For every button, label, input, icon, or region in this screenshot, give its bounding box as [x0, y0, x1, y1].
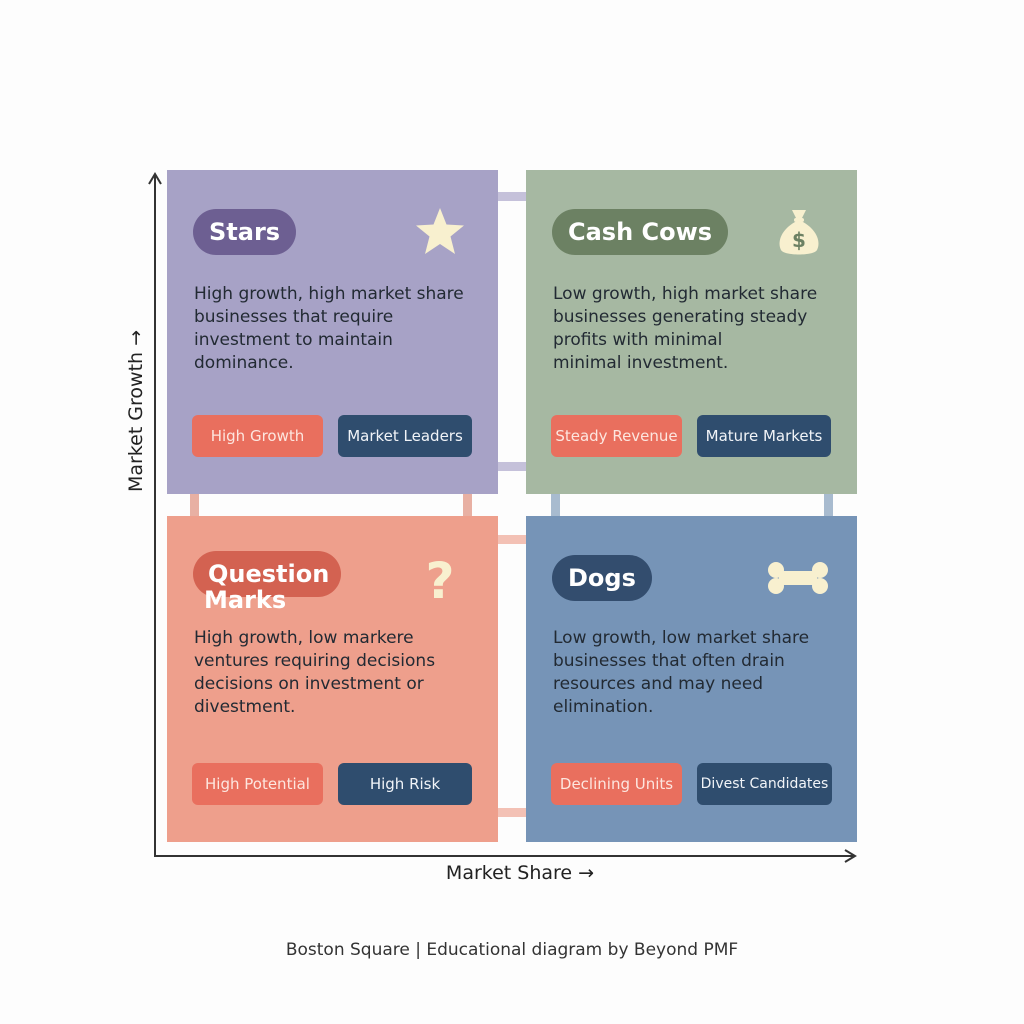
tag-high-risk: High Risk: [338, 763, 472, 805]
quadrant-description: High growth, high market share businesse…: [194, 284, 464, 373]
tag-high-potential: High Potential: [192, 763, 323, 805]
quadrant-title-line1: Question: [208, 560, 330, 588]
tag-steady-revenue: Steady Revenue: [551, 415, 682, 457]
tag-divest-candidates: Divest Candidates: [697, 763, 832, 805]
quadrant-title: Dogs: [552, 555, 652, 601]
svg-text:$: $: [792, 228, 806, 252]
connector: [463, 494, 472, 516]
money-bag-icon: $: [771, 204, 827, 260]
quadrant-title-line2: Marks: [204, 586, 287, 614]
tag-declining-units: Declining Units: [551, 763, 682, 805]
quadrant-dogs: Dogs Low growth, low market share busine…: [526, 516, 857, 842]
quadrant-cash-cows: Cash Cows $ Low growth, high market shar…: [526, 170, 857, 494]
connector: [498, 535, 526, 544]
bone-icon: [765, 550, 831, 606]
quadrant-title: Question Marks: [193, 551, 341, 614]
tag-high-growth: High Growth: [192, 415, 323, 457]
connector: [498, 808, 526, 817]
connector: [551, 494, 560, 516]
star-icon: [412, 204, 468, 260]
quadrant-description: High growth, low markere ventures requir…: [194, 628, 436, 717]
x-axis-arrow: [844, 849, 857, 863]
connector: [498, 192, 526, 201]
diagram-caption: Boston Square | Educational diagram by B…: [285, 940, 739, 960]
connector: [190, 494, 199, 516]
quadrant-description: Low growth, high market share businesses…: [553, 284, 818, 373]
quadrant-title: Cash Cows: [552, 209, 729, 255]
quadrant-description: Low growth, low market share businesses …: [553, 628, 810, 717]
y-axis-arrow: [148, 172, 162, 185]
quadrant-question-marks: Question Marks ? High growth, low marker…: [167, 516, 498, 842]
quadrant-title: Stars: [193, 209, 297, 255]
x-axis-label: Market Share →: [445, 862, 595, 884]
quadrant-stars: Stars High growth, high market share bus…: [167, 170, 498, 494]
connector: [498, 462, 526, 471]
connector: [824, 494, 833, 516]
tag-market-leaders: Market Leaders: [338, 415, 472, 457]
question-mark-icon: ?: [412, 550, 468, 606]
tag-mature-markets: Mature Markets: [697, 415, 831, 457]
y-axis-label: Market Growth →: [125, 329, 147, 493]
svg-text:?: ?: [425, 552, 454, 606]
